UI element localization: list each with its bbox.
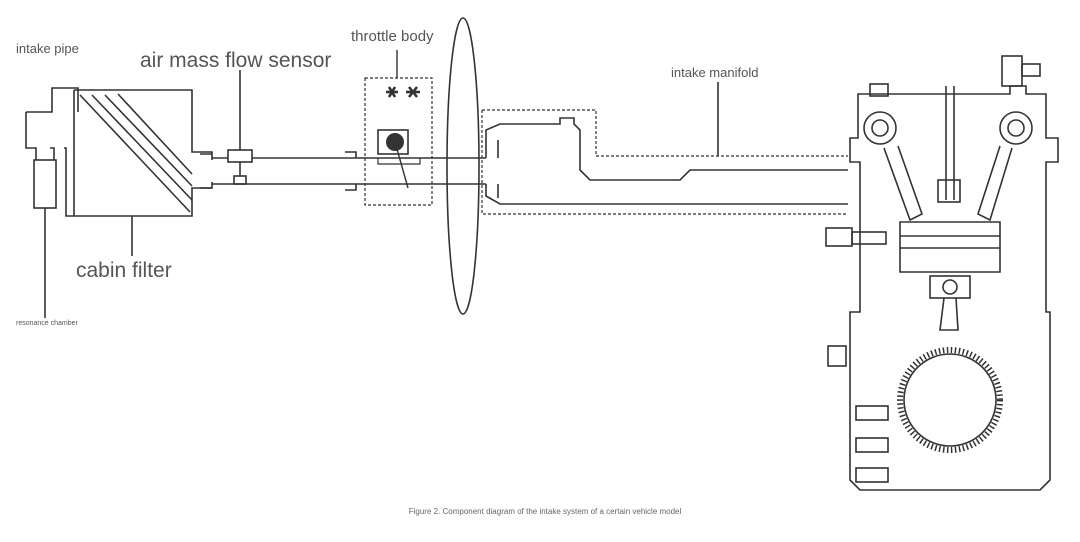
duct-cross-section-oval xyxy=(446,17,480,315)
resonance-chamber-shape xyxy=(33,159,57,318)
engine-block-icon xyxy=(825,55,1059,491)
throttle-valve-icon xyxy=(377,50,421,189)
intake-pipe-shape xyxy=(25,87,79,217)
intake-manifold-box xyxy=(481,109,848,215)
throttle-body-label: throttle body xyxy=(351,28,434,45)
cabin-filter-label: cabin filter xyxy=(76,259,172,282)
intake-duct xyxy=(200,151,486,191)
cabin-filter-shape xyxy=(73,89,213,256)
figure-caption: Figure 2. Component diagram of the intak… xyxy=(408,507,682,516)
intake-pipe-label: intake pipe xyxy=(16,41,79,56)
intake-manifold-label: intake manifold xyxy=(671,65,759,80)
throttle-body-box xyxy=(364,77,433,206)
throttle-symbols xyxy=(386,86,420,98)
flywheel-icon xyxy=(897,347,1003,453)
intake-manifold-shape xyxy=(485,82,848,205)
air-mass-flow-sensor-label: air mass flow sensor xyxy=(140,49,332,72)
air-mass-flow-sensor-icon xyxy=(227,70,253,185)
resonance-chamber-label: resonance chamber xyxy=(16,320,78,327)
